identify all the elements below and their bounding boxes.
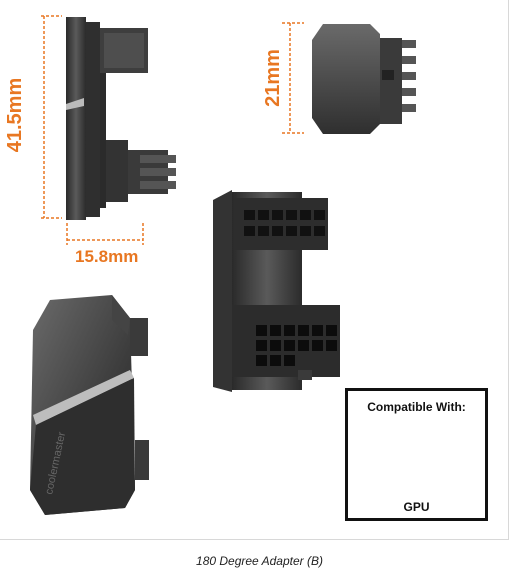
dimension-height-label: 41.5mm	[4, 77, 26, 153]
connector-top-view	[282, 22, 416, 134]
connector-perspective-view	[213, 190, 340, 392]
compatibility-title: Compatible With:	[367, 400, 466, 414]
dimension-top-height-label: 21mm	[262, 49, 284, 107]
image-frame	[0, 0, 509, 540]
dimension-width-label: 15.8mm	[75, 247, 139, 266]
image-caption: 180 Degree Adapter (B)	[196, 554, 323, 568]
adapter-front-view: coolermaster	[30, 295, 149, 515]
compatibility-box: Compatible With: GPU	[345, 388, 488, 521]
side-view-adapter	[41, 15, 176, 245]
compatibility-target: GPU	[403, 500, 430, 514]
